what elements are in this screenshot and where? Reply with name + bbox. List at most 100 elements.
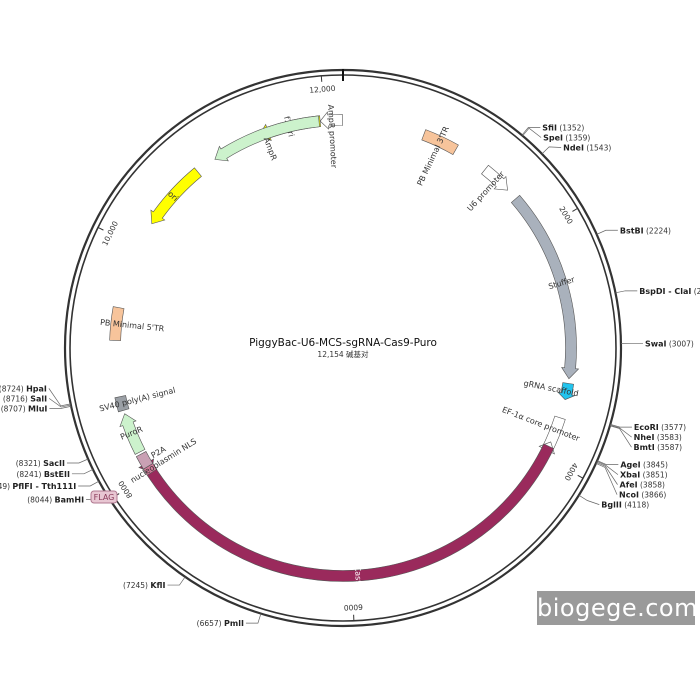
tick-label: 6000	[343, 602, 363, 612]
feature-p2a	[135, 451, 154, 470]
site-leader	[48, 388, 71, 407]
site-label-sacii: (8321) SacII	[16, 459, 65, 468]
site-label-bamhi: (8044) BamHI	[27, 495, 84, 504]
site-position: (3583)	[654, 433, 681, 442]
site-position: (8321)	[16, 459, 43, 468]
site-leader	[78, 480, 100, 487]
site-position: (3866)	[639, 491, 666, 500]
site-position: (4118)	[622, 501, 649, 510]
feature-label-sv40-poly-a-signal: SV40 poly(A) signal	[98, 386, 176, 414]
site-leader	[66, 458, 89, 464]
site-position: (1352)	[557, 124, 584, 133]
site-name: PmlI	[224, 619, 244, 628]
site-label-spei: SpeI (1359)	[543, 134, 590, 143]
site-label-swai: SwaI (3007)	[645, 339, 694, 348]
tick-mark	[572, 207, 578, 212]
site-leader	[597, 460, 619, 465]
site-name: MluI	[28, 404, 47, 413]
site-label-ecori: EcoRI (3577)	[634, 423, 686, 432]
feature-pb-minimal-3-tr	[421, 129, 459, 155]
tick-mark	[97, 227, 104, 231]
site-name: BstEII	[44, 470, 70, 479]
feature-label-ef-1-core-promoter: EF-1α core promoter	[501, 405, 582, 443]
site-label-sali: (8716) SalI	[3, 394, 47, 403]
site-leader	[596, 461, 618, 485]
site-label-ncoi: NcoI (3866)	[619, 491, 666, 500]
site-name: SalI	[30, 394, 47, 403]
site-label-bspdi-clai: BspDI - ClaI (2652)	[639, 287, 700, 296]
feature-label-grna-scaffold: gRNA scaffold	[523, 379, 580, 398]
site-label-ndei: NdeI (1543)	[563, 144, 611, 153]
site-label-xbai: XbaI (3851)	[620, 471, 668, 480]
site-position: (1359)	[563, 134, 590, 143]
site-leader	[609, 424, 632, 438]
site-position: (8716)	[3, 394, 30, 403]
site-leader	[596, 461, 619, 475]
site-name: SacII	[43, 459, 65, 468]
site-position: (8044)	[27, 495, 54, 504]
site-leader	[71, 469, 94, 475]
tick-label: 10,000	[100, 219, 120, 247]
site-label-hpai: (8724) HpaI	[0, 384, 47, 393]
site-leader	[615, 290, 638, 294]
site-label-pmli: (6657) PmlI	[197, 619, 244, 628]
feature-label-ampr: AmpR	[262, 136, 279, 162]
site-leader	[541, 146, 562, 155]
site-leader	[245, 613, 262, 624]
site-name: AfeI	[620, 481, 638, 490]
site-name: AgeI	[620, 461, 640, 470]
site-name: BspDI - ClaI	[639, 287, 691, 296]
feature-label-cas9: Cas9	[353, 565, 363, 585]
watermark: biogege.com	[537, 591, 697, 625]
site-leader	[49, 405, 72, 409]
restriction-sites: SfiI (1352)SpeI (1359)NdeI (1543) BstBI (…	[0, 124, 700, 629]
site-position: (1543)	[584, 144, 611, 153]
plasmid-name: PiggyBac-U6-MCS-sgRNA-Cas9-Puro	[249, 337, 437, 349]
site-leader	[521, 127, 541, 136]
site-leader	[609, 425, 632, 448]
site-leader	[595, 463, 618, 495]
tick-mark	[577, 474, 584, 479]
feature-label-pb-minimal-5-tr: PB Minimal 5'TR	[100, 318, 165, 334]
site-name: KflI	[150, 581, 165, 590]
site-label-afei: AfeI (3858)	[620, 481, 665, 490]
site-label-bglii: BglII (4118)	[601, 501, 649, 510]
site-name: BmtI	[633, 443, 654, 452]
site-position: (3577)	[659, 423, 686, 432]
site-position: (8241)	[16, 470, 43, 479]
site-label-kfli: (7245) KflI	[123, 581, 165, 590]
site-name: SfiI	[542, 124, 557, 133]
site-name: XbaI	[620, 471, 640, 480]
site-label-bstbi: BstBI (2224)	[620, 226, 671, 235]
feature-puror	[119, 413, 146, 455]
tick-label: 2000	[557, 205, 575, 226]
site-position: (8707)	[1, 404, 28, 413]
site-position: (2652)	[691, 287, 700, 296]
plasmid-backbone	[63, 68, 623, 628]
tick-label: 12,000	[309, 84, 336, 95]
feature-cas9	[138, 443, 555, 582]
site-name: BstBI	[620, 226, 644, 235]
site-leader	[48, 398, 71, 408]
site-leader	[610, 424, 632, 428]
feature-pb-minimal-5-tr	[109, 306, 125, 341]
site-position: (3851)	[640, 471, 667, 480]
site-label-nhei: NheI (3583)	[634, 433, 682, 442]
feature-ori	[150, 167, 202, 225]
feature-ampr-promoter	[319, 111, 343, 130]
site-leader	[596, 229, 618, 235]
site-name: SpeI	[543, 134, 563, 143]
feature-sv40-poly-a-signal	[114, 395, 130, 413]
feature-ampr	[214, 115, 320, 162]
feature-label-ampr-promoter: AmpR promoter	[326, 104, 338, 169]
site-name: BglII	[601, 501, 622, 510]
flag-tag: FLAG	[90, 490, 118, 504]
site-name: NcoI	[619, 491, 639, 500]
feature-grna-scaffold	[557, 382, 576, 400]
site-label-sfii: SfiI (1352)	[542, 124, 584, 133]
site-name: NdeI	[563, 144, 584, 153]
site-position: (8149)	[0, 482, 12, 491]
site-label-bsteii: (8241) BstEII	[16, 470, 69, 479]
site-name: NheI	[634, 433, 655, 442]
